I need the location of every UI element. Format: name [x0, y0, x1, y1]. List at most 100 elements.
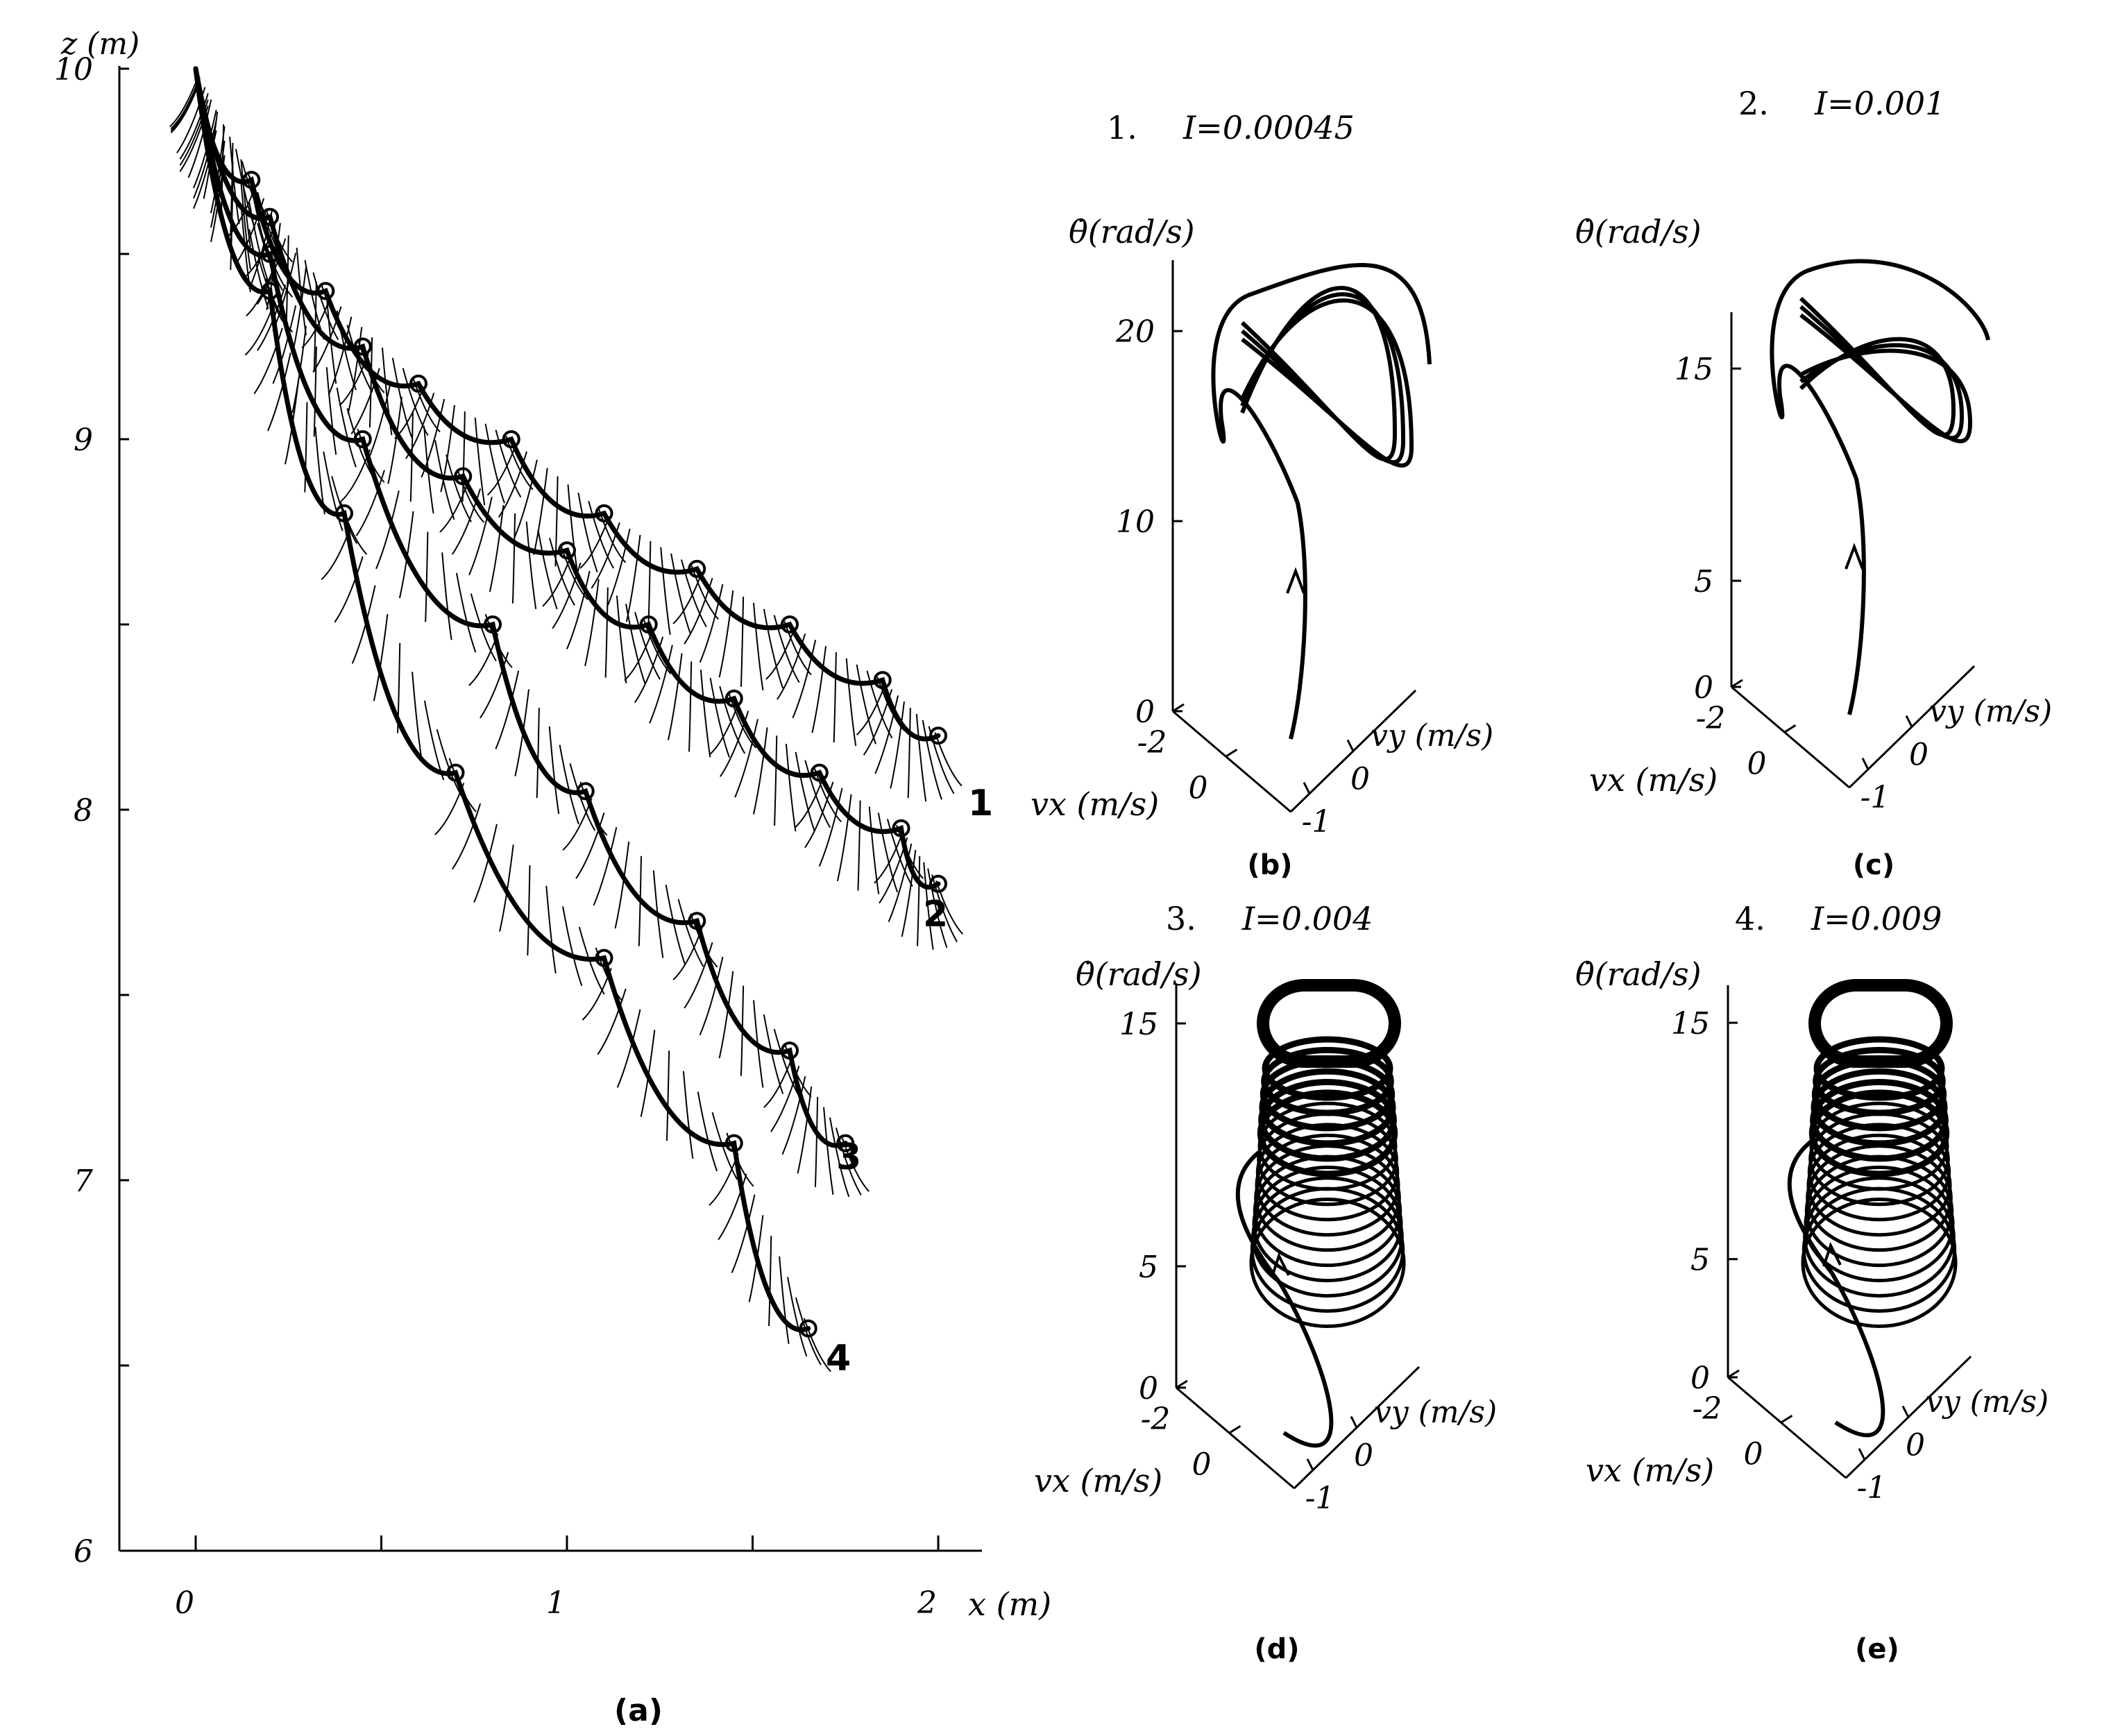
panel-b-z-tick-label: 10: [1116, 504, 1155, 540]
panel-d-attractor-loop: [1251, 1176, 1404, 1298]
panel-a-x-tick-label: 0: [175, 1585, 194, 1621]
panel-a-series-2-petal: [923, 862, 934, 950]
panel-a-series-3-cusp: [781, 1041, 799, 1060]
panel-a-series-4-petal: [451, 803, 482, 870]
panel-b-vy-axis-label: vy (m/s): [1371, 718, 1493, 754]
panel-a-series-1-cusp: [873, 671, 892, 690]
panel-a-series-2-cusp: [558, 541, 576, 560]
panel-a-series-2-petal: [451, 488, 482, 555]
panel-e-vx-tick: [1727, 1369, 1740, 1379]
panel-a-y-tick-label: 9: [74, 423, 93, 458]
panel-a-series-2-petal: [240, 159, 251, 247]
panel-a-series-4-petal: [582, 968, 612, 1021]
panel-a-series-4-petal: [595, 947, 623, 1002]
panel-a-series-label: 2: [923, 894, 948, 935]
panel-a-series-4-petal: [265, 278, 294, 333]
panel-a-series-4-petal: [210, 155, 226, 242]
panel-a-series-2-petal: [265, 208, 294, 263]
panel-a-series-3-petal: [272, 305, 297, 384]
panel-e-attractor-loop: [1804, 1165, 1955, 1283]
panel-c-direction-arrow: [1845, 543, 1864, 570]
panel-e-direction-arrow: [1822, 1241, 1842, 1267]
panel-b-vy-tick-label: -1: [1302, 804, 1332, 840]
panel-a-series-2-petal: [917, 856, 921, 946]
panel-a-series-2-petal: [700, 670, 711, 758]
panel-b-z-tick-label: 20: [1115, 314, 1155, 350]
panel-a-series-3-petal: [470, 593, 497, 662]
panel-a-series-4-petal: [726, 1132, 754, 1187]
panel-a-series-2-petal: [836, 794, 852, 882]
panel-a-series-1-petal: [907, 708, 911, 799]
panel-d-vy-tick-label: 0: [1354, 1438, 1373, 1474]
panel-a-series-3-petal: [740, 985, 745, 1076]
panel-a-series-1-petal: [495, 429, 522, 498]
panel-a-series-1-petal: [440, 405, 456, 493]
panel-c-vy-tick-label: -1: [1860, 780, 1890, 815]
panel-a-series-2-petal: [248, 176, 269, 256]
panel-b-vx-tick-label: -2: [1137, 725, 1167, 760]
panel-a-series-1-petal: [321, 284, 349, 339]
panel-a-series-3-petal: [823, 1107, 834, 1195]
panel-a-series-4-petal: [373, 614, 389, 701]
panel-d-caption: (d): [1254, 1633, 1299, 1665]
panel-a-series-2-petal: [489, 504, 505, 593]
panel-e-vx-axis-label: vx (m/s): [1586, 1452, 1714, 1489]
panel-a-series-4-petal: [253, 327, 283, 395]
panel-e-title: I=0.009: [1811, 900, 1942, 937]
panel-a-series-1-petal: [922, 720, 942, 800]
panel-a-series-3-petal: [246, 264, 276, 317]
panel-a-series-2-petal: [434, 440, 455, 520]
panel-a-series-1-petal: [402, 368, 429, 436]
panel-a-series-2-petal: [625, 604, 646, 684]
panel-a-series-3-cusp: [484, 615, 502, 633]
panel-a-series-3-petal: [829, 1117, 850, 1198]
panel-c-vx-tick-label: 0: [1747, 746, 1767, 781]
panel-e-attractor-loop: [1810, 1078, 1949, 1162]
panel-a-series-3-petal: [652, 870, 664, 958]
panel-c-title: I=0.001: [1814, 85, 1945, 122]
panel-a-axes: [118, 66, 982, 1552]
panel-a-series-1-petal: [229, 136, 240, 225]
panel-a-series-2-petal: [667, 653, 683, 740]
panel-a-series-2-petal: [616, 595, 627, 683]
panel-a-y-tick-label: 6: [74, 1534, 93, 1569]
panel-a-series-4-petal: [323, 451, 344, 531]
panel-a-series-3-petal: [548, 726, 560, 815]
panel-b-vx-tick: [1172, 703, 1185, 713]
panel-a-series-4-petal: [339, 500, 368, 555]
panel-a-series-2-petal: [542, 554, 573, 607]
panel-a-series-2-petal: [446, 454, 472, 522]
panel-d-attractor-loop: [1257, 1101, 1398, 1191]
panel-a-series-3-cusp: [836, 1134, 855, 1152]
panel-a-series-4-petal: [709, 1153, 739, 1206]
panel-b-title-number: 1.: [1107, 109, 1137, 146]
panel-a-series-3-petal: [699, 956, 724, 1036]
panel-a-series-2-petal: [511, 513, 516, 604]
panel-a-series-2-cusp: [454, 467, 473, 486]
panel-a-series-3-petal: [638, 856, 642, 946]
panel-a-series-4-petal: [787, 1277, 808, 1357]
panel-a-y-tick-label: 8: [74, 793, 93, 828]
panel-a-series-3-petal: [425, 531, 429, 622]
panel-e-vx-axis-line: [1727, 1376, 1847, 1479]
panel-c-vx-axis-label: vx (m/s): [1589, 761, 1718, 799]
panel-d-vy-tick-label: -1: [1305, 1481, 1335, 1516]
panel-a-series-2-petal: [367, 382, 391, 461]
panel-e-z-tick-label: 5: [1690, 1243, 1710, 1278]
panel-a-series-2-petal: [888, 843, 913, 923]
panel-a-series-3-petal: [480, 652, 509, 719]
panel-a-caption: (a): [614, 1693, 663, 1728]
panel-a-series-2-petal: [336, 310, 357, 391]
panel-a-series-4-petal: [640, 1030, 656, 1117]
panel-a-series-2-petal: [868, 806, 880, 894]
panel-d-vy-tick: [1306, 1458, 1314, 1471]
panel-a-series-1-petal: [740, 596, 745, 687]
panel-a-series-1-petal: [672, 571, 703, 624]
panel-a-series-2-petal: [423, 425, 434, 513]
panel-a-series-3-petal: [797, 1086, 813, 1174]
panel-c-vx-tick: [1731, 679, 1743, 688]
